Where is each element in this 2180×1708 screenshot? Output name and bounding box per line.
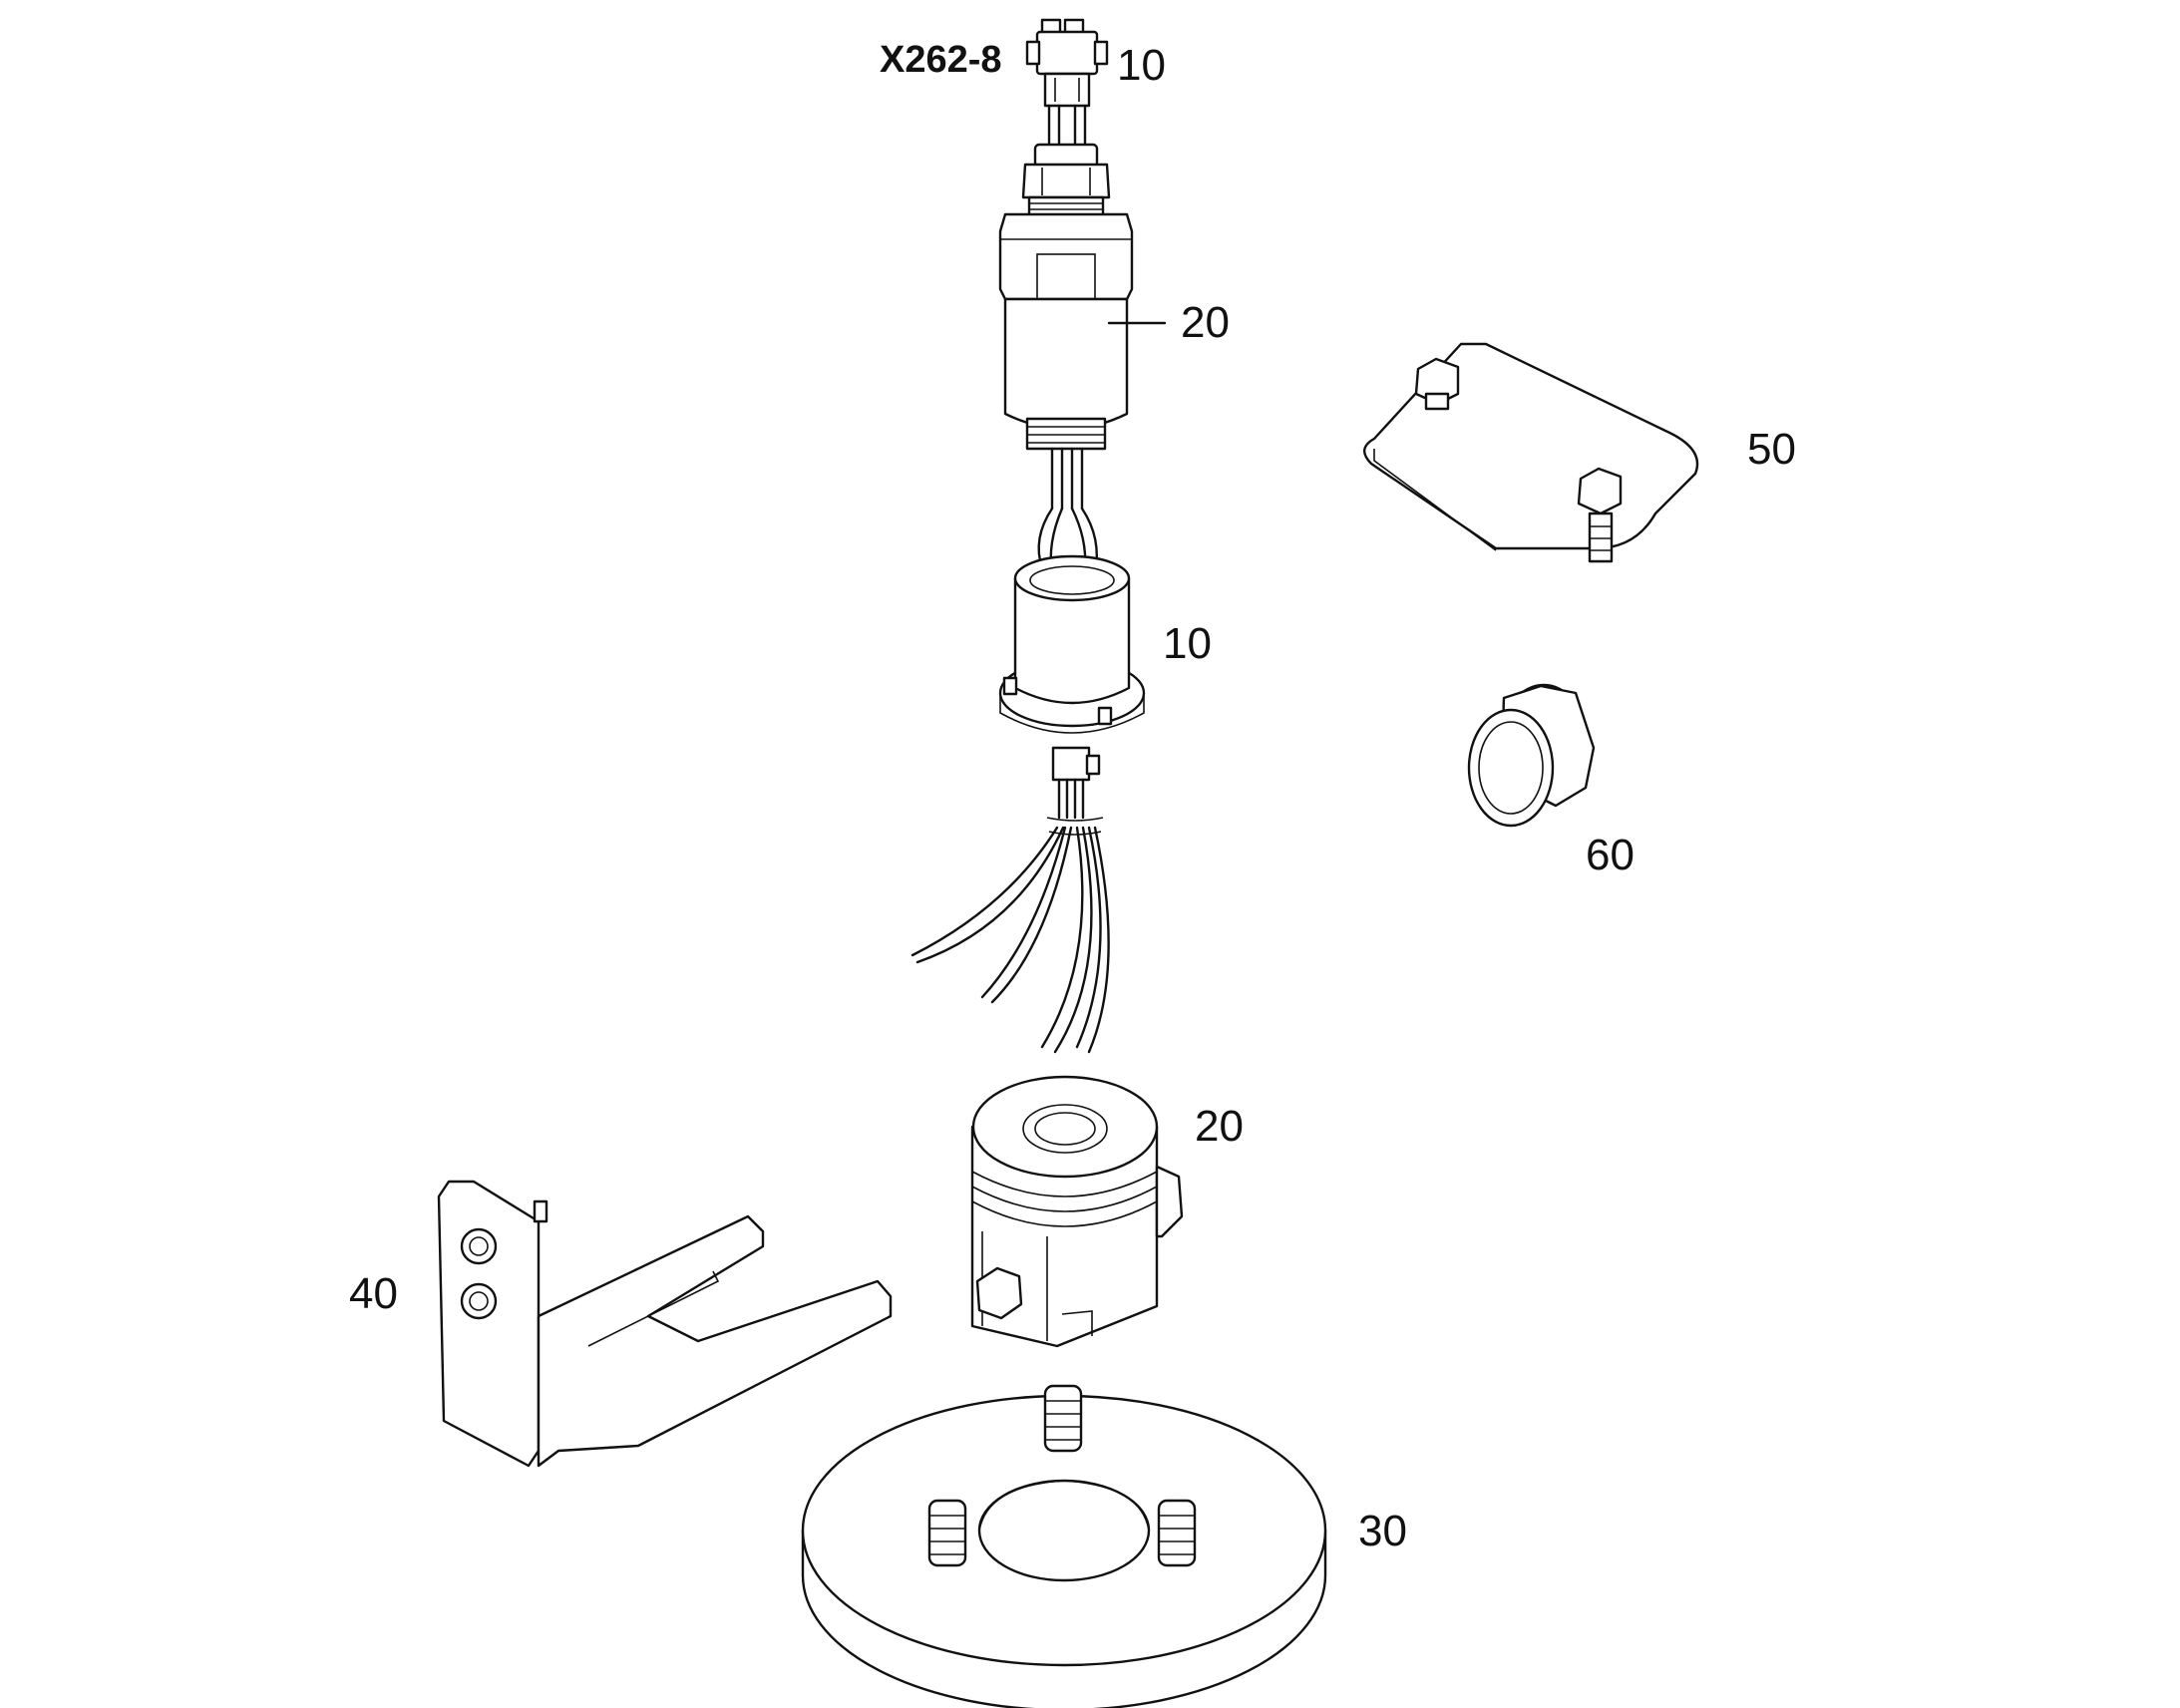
mounting-disc xyxy=(801,1384,1327,1708)
cover-plate xyxy=(1363,342,1699,563)
callout-20-bottom: 20 xyxy=(1195,1102,1244,1151)
callout-40: 40 xyxy=(349,1269,398,1318)
bracket xyxy=(437,1180,893,1468)
callout-10-top: 10 xyxy=(1117,41,1166,90)
connector-x262-8 xyxy=(1025,18,1109,152)
callout-30: 30 xyxy=(1358,1507,1407,1555)
callout-60: 60 xyxy=(1586,831,1635,879)
sleeve-cap xyxy=(1467,683,1596,828)
wire-harness-upper xyxy=(1037,507,1098,575)
callout-50: 50 xyxy=(1747,425,1796,474)
sensor-body xyxy=(998,143,1134,511)
callout-20-top: 20 xyxy=(1181,298,1230,347)
sensor-block xyxy=(970,1075,1184,1348)
callout-10-mid: 10 xyxy=(1163,619,1212,668)
connector-label: X262-8 xyxy=(880,39,1002,81)
wire-harness-lower xyxy=(910,817,1110,1054)
housing-flange xyxy=(998,554,1146,820)
